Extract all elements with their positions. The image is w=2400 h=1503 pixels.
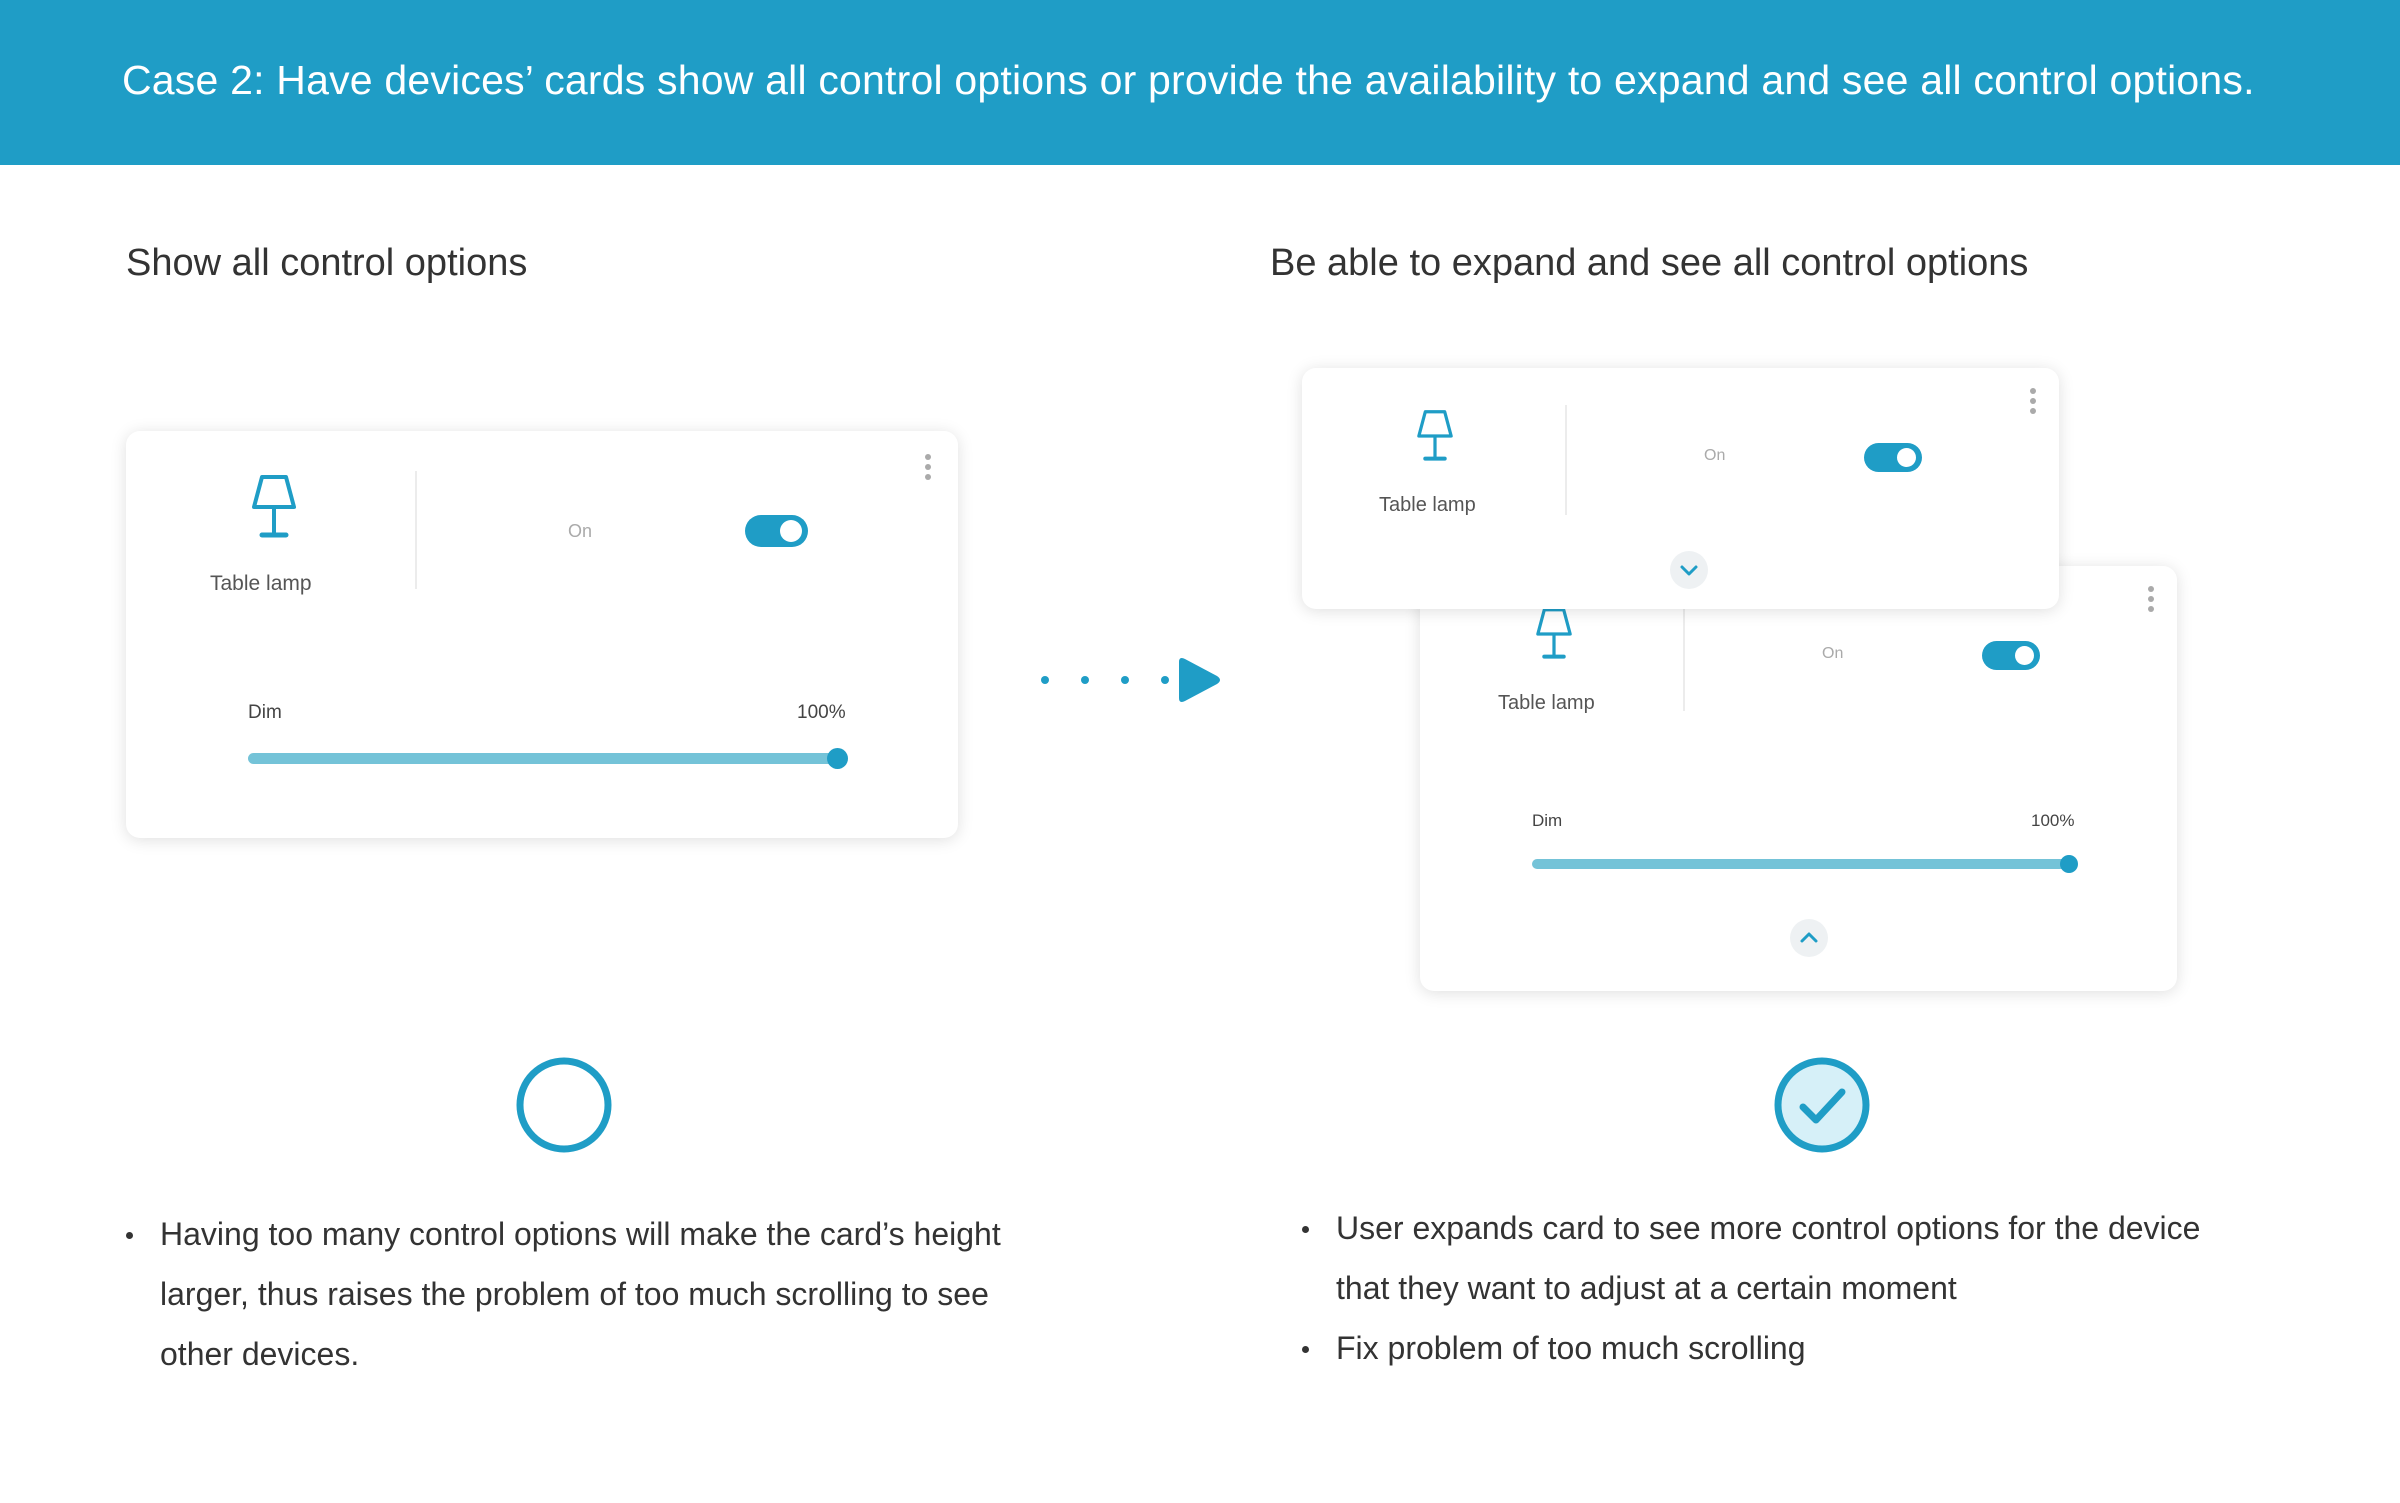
power-toggle[interactable]: [745, 515, 808, 547]
bullet-text: that they want to adjust at a certain mo…: [1336, 1270, 1957, 1306]
on-label: On: [1822, 645, 1844, 662]
check-circle-icon: [1774, 1057, 1870, 1153]
dim-value: 100%: [797, 702, 846, 723]
dim-slider-track[interactable]: [1532, 859, 2069, 869]
toggle-knob: [2015, 646, 2034, 665]
lamp-icon: [1536, 608, 1572, 659]
toggle-knob: [780, 520, 802, 542]
device-name: Table lamp: [1379, 494, 1476, 516]
bullet-text: larger, thus raises the problem of too m…: [160, 1276, 989, 1312]
more-menu-icon[interactable]: [925, 454, 933, 484]
on-label: On: [568, 521, 593, 541]
banner-title: Case 2: Have devices’ cards show all con…: [122, 57, 2255, 103]
dim-label: Dim: [248, 702, 282, 723]
on-label: On: [1704, 447, 1726, 464]
left-bullets: Having too many control options will mak…: [126, 1204, 1001, 1384]
lamp-icon: [252, 475, 296, 538]
dim-label: Dim: [1532, 811, 1563, 830]
device-name: Table lamp: [1498, 692, 1595, 714]
device-name: Table lamp: [210, 572, 312, 595]
lamp-icon: [1417, 410, 1453, 461]
power-toggle[interactable]: [1982, 641, 2040, 670]
dim-slider-track[interactable]: [248, 753, 841, 764]
expand-button[interactable]: [1670, 551, 1708, 589]
divider: [1683, 606, 1685, 711]
device-card-expanded: Table lamp On Dim 100%: [1420, 566, 2177, 991]
bullet-item: Fix problem of too much scrolling: [1302, 1318, 2200, 1378]
power-toggle[interactable]: [1864, 443, 1922, 472]
header-banner: Case 2: Have devices’ cards show all con…: [0, 0, 2400, 165]
right-heading: Be able to expand and see all control op…: [1270, 242, 2029, 284]
device-card-full: Table lamp On Dim 100%: [126, 431, 958, 838]
divider: [415, 471, 417, 589]
more-menu-icon[interactable]: [2148, 586, 2156, 616]
collapse-button[interactable]: [1790, 919, 1828, 957]
toggle-knob: [1897, 448, 1916, 467]
chevron-up-icon: [1800, 932, 1818, 943]
empty-circle-icon: [516, 1057, 612, 1153]
right-bullets: User expands card to see more control op…: [1302, 1198, 2200, 1378]
bullet-text: other devices.: [160, 1336, 360, 1372]
bullet-item: Having too many control options will mak…: [126, 1204, 1001, 1264]
more-menu-icon[interactable]: [2030, 388, 2038, 418]
dim-slider-knob[interactable]: [2060, 855, 2078, 873]
bullet-item: User expands card to see more control op…: [1302, 1198, 2200, 1258]
dim-value: 100%: [2031, 811, 2075, 830]
left-heading: Show all control options: [126, 242, 528, 284]
dim-slider-knob[interactable]: [827, 748, 848, 769]
chevron-down-icon: [1680, 565, 1698, 576]
divider: [1565, 405, 1567, 515]
device-card-collapsed: Table lamp On: [1302, 368, 2059, 609]
